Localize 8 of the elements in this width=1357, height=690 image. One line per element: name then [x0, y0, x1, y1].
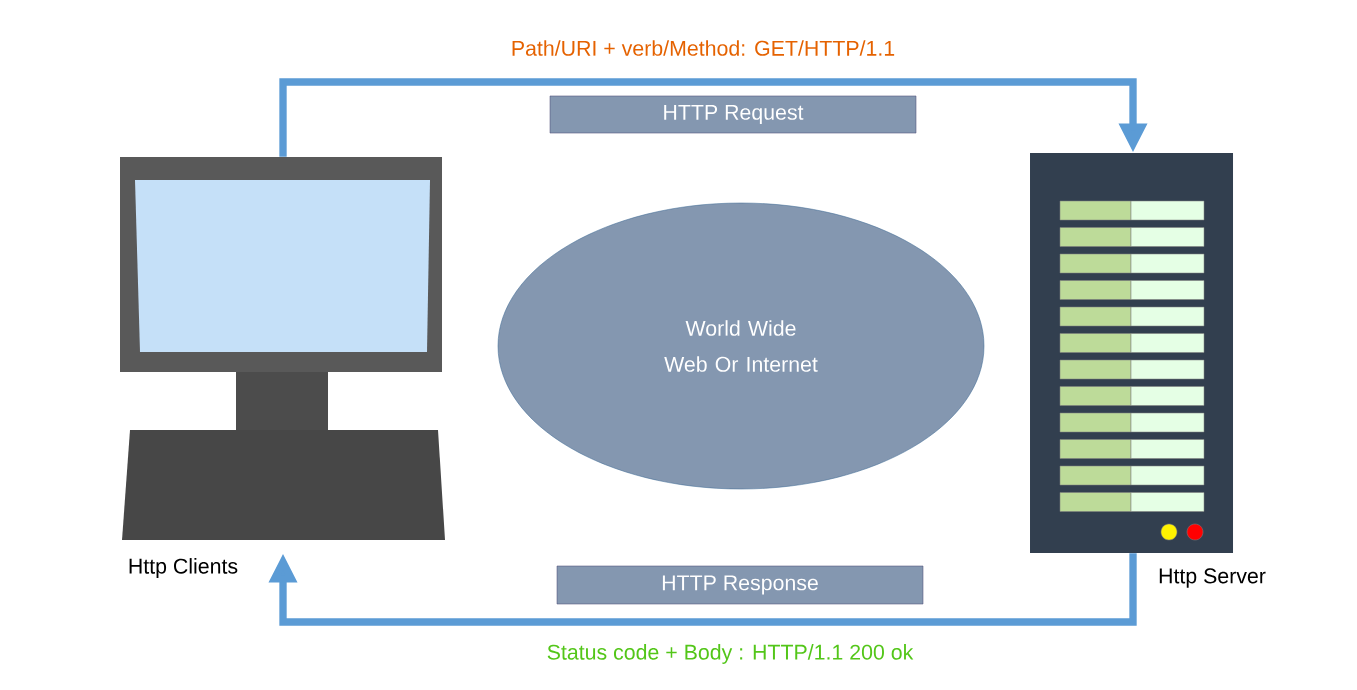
computer-drawing [120, 157, 445, 540]
node-label: Http Clients [129, 558, 238, 578]
edge-label: Path/URI + verb/Method: GET/HTTP/1.1 [509, 38, 897, 58]
edge-label: Status code + Body : HTTP/1.1 200 ok [545, 642, 915, 666]
server-drawing [1030, 153, 1233, 553]
label-box: HTTP Request [549, 95, 917, 134]
label-box: HTTP Response [556, 565, 924, 605]
node-label: Http Server [1159, 568, 1266, 588]
